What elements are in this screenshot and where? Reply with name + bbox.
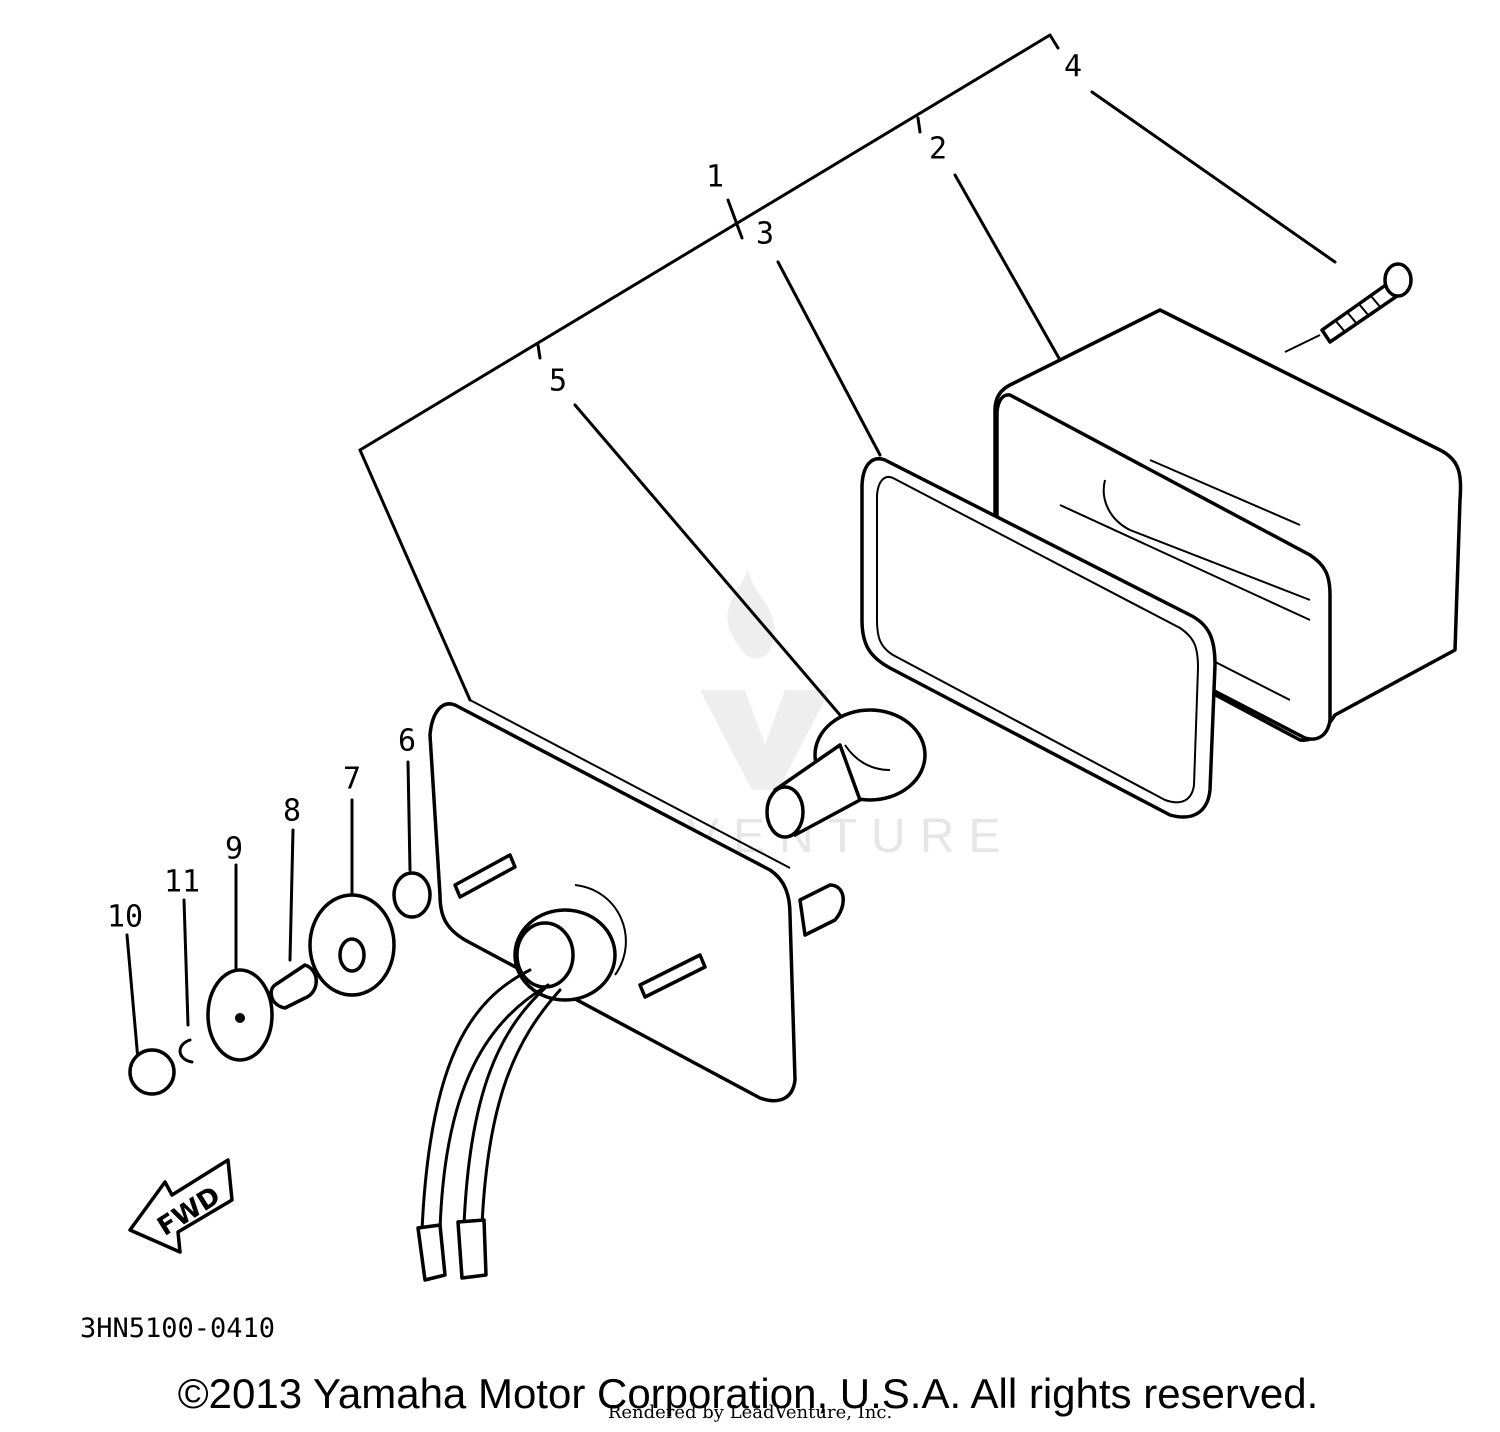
callout-9: 9 bbox=[225, 832, 243, 867]
gasket bbox=[860, 457, 1217, 819]
leader-lines bbox=[125, 90, 1337, 1062]
hardware-parts bbox=[128, 871, 432, 1096]
part-8-collar bbox=[269, 963, 318, 1010]
rendered-by-notice: Rendered by LeadVenture, Inc. bbox=[608, 1402, 892, 1423]
callout-3: 3 bbox=[756, 217, 774, 252]
part-6-washer bbox=[392, 871, 432, 919]
callout-7: 7 bbox=[343, 762, 361, 797]
callout-5: 5 bbox=[549, 364, 567, 399]
leadventure-watermark-logo bbox=[700, 570, 830, 790]
part-10-nut bbox=[128, 1048, 176, 1096]
callout-6: 6 bbox=[398, 724, 416, 759]
part-code: 3HN5100-0410 bbox=[80, 1313, 275, 1344]
callout-1: 1 bbox=[706, 160, 724, 195]
housing-screw bbox=[1284, 262, 1413, 353]
assembly-bracket-lines bbox=[358, 33, 1060, 702]
taillight-base-plate bbox=[416, 699, 845, 1282]
bulb bbox=[765, 708, 927, 839]
callout-11: 11 bbox=[164, 865, 200, 900]
callout-2: 2 bbox=[929, 132, 947, 167]
fwd-arrow: FWD bbox=[128, 1158, 234, 1254]
callout-8: 8 bbox=[283, 794, 301, 829]
callout-4: 4 bbox=[1064, 50, 1082, 85]
part-11-spring-washer bbox=[178, 1038, 194, 1064]
callouts: 1 2 3 4 5 6 7 8 9 10 11 bbox=[107, 50, 1082, 935]
callout-10: 10 bbox=[107, 900, 143, 935]
copyright-notice: ©2013 Yamaha Motor Corporation, U.S.A. A… bbox=[178, 1370, 1319, 1417]
